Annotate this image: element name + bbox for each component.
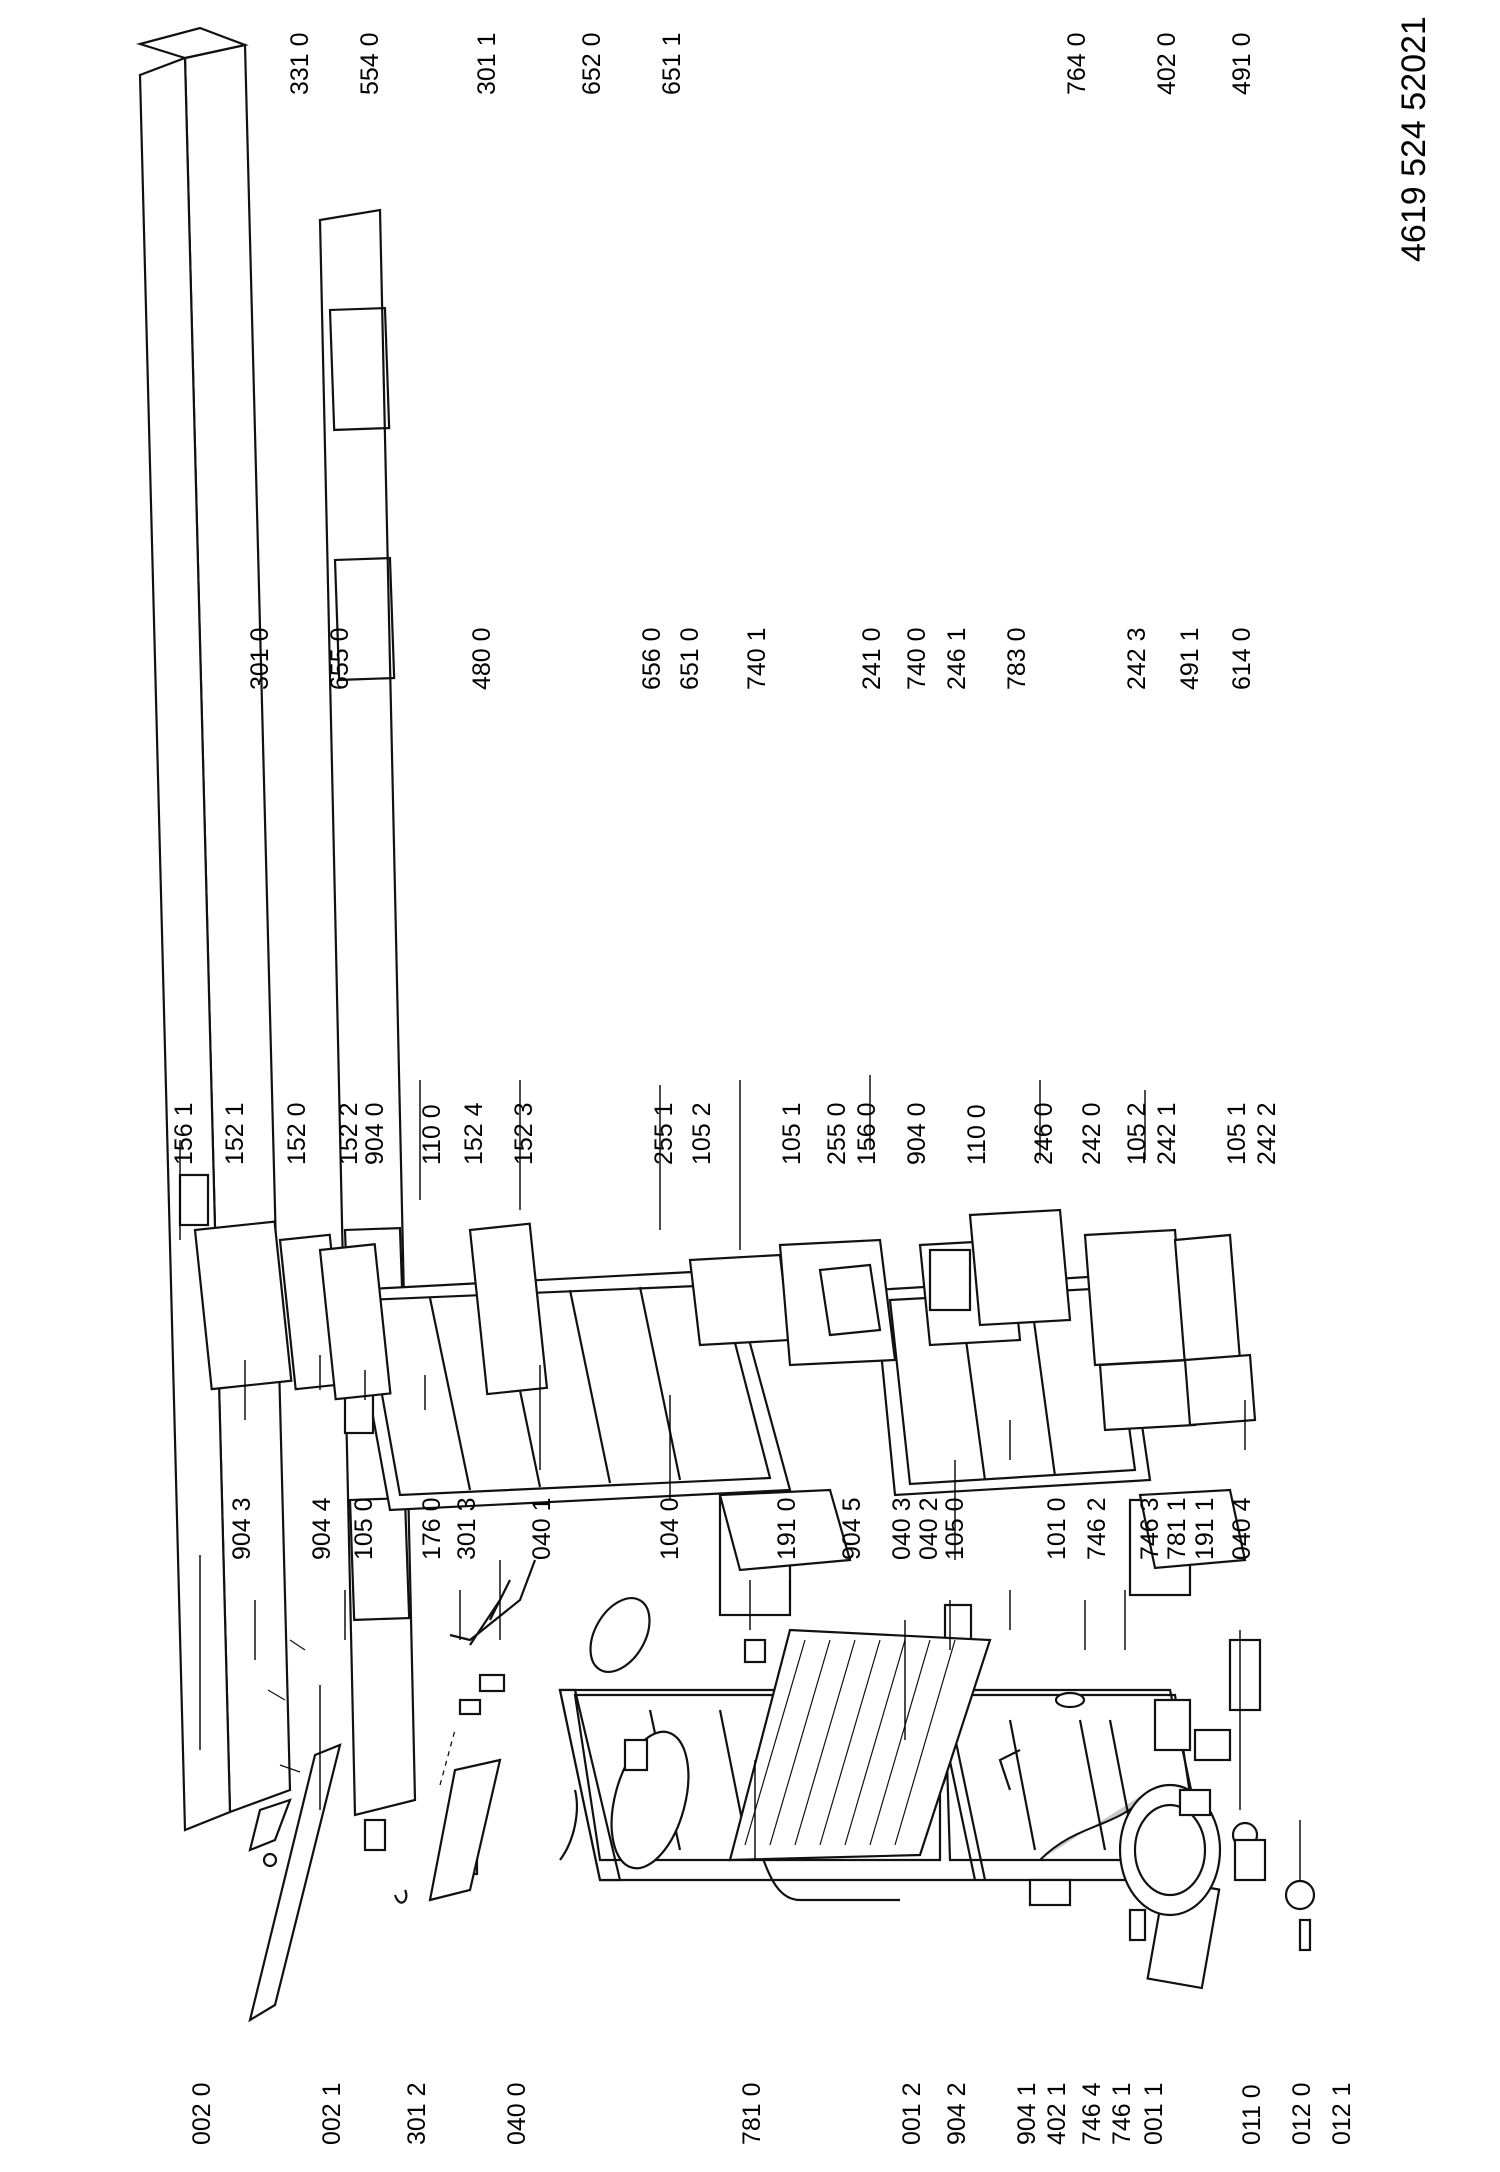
label-110-0a: 110 0 [418, 1104, 446, 1165]
label-241-0: 241 0 [858, 627, 886, 690]
label-040-3: 040 3 [888, 1497, 916, 1560]
capacitor-242-3 [1153, 1698, 1192, 1752]
label-491-0: 491 0 [1228, 32, 1256, 95]
label-105-0a: 105 0 [350, 1497, 378, 1560]
label-242-0: 242 0 [1078, 1102, 1106, 1165]
label-152-2: 152 2 [335, 1102, 363, 1165]
label-301-1: 301 1 [473, 32, 501, 95]
wiring-480-0 [449, 1559, 537, 1646]
label-246-0: 246 0 [1030, 1102, 1058, 1165]
control-panel-301-0 [248, 1743, 342, 2023]
evap-tray-781-1 [1028, 1878, 1072, 1907]
lamp-652-651 [559, 1597, 690, 1870]
label-156-1: 156 1 [170, 1102, 198, 1165]
label-904-4: 904 4 [308, 1497, 336, 1560]
label-652-0: 652 0 [578, 32, 606, 95]
door-handle-191-0 [718, 1488, 852, 1572]
label-746-4: 746 4 [1078, 2082, 1106, 2145]
label-740-0: 740 0 [903, 627, 931, 690]
label-904-1: 904 1 [1013, 2082, 1041, 2145]
label-246-1: 246 1 [943, 627, 971, 690]
label-152-1: 152 1 [221, 1102, 249, 1165]
label-012-1: 012 1 [1328, 2082, 1356, 2145]
condenser-740-0 [728, 1628, 992, 1862]
label-040-1: 040 1 [528, 1497, 556, 1560]
thermostat-554-0 [363, 1818, 408, 1904]
label-040-0: 040 0 [503, 2082, 531, 2145]
label-764-0: 764 0 [1063, 32, 1091, 95]
compressor-402-0 [1118, 1783, 1222, 1917]
freezer-baskets-255-156 [688, 1238, 897, 1367]
worktop-002-0 [136, 26, 292, 1832]
leader-lines [179, 1075, 1301, 1880]
shelves-246 [918, 1208, 1072, 1347]
label-480-0: 480 0 [468, 627, 496, 690]
door-handle-191-1 [1138, 1488, 1247, 1570]
label-554-0: 554 0 [356, 32, 384, 95]
label-781-0: 781 0 [738, 2082, 766, 2145]
label-101-0: 101 0 [1043, 1497, 1071, 1560]
part-labels: 002 0 002 1 301 2 040 0 781 0 001 2 904 … [170, 16, 1433, 2145]
label-012-0: 012 0 [1288, 2082, 1316, 2145]
label-011-0: 011 0 [1238, 2084, 1266, 2145]
label-040-4: 040 4 [1228, 1497, 1256, 1560]
label-402-0: 402 0 [1153, 32, 1181, 95]
label-152-4: 152 4 [460, 1102, 488, 1165]
label-783-0: 783 0 [1003, 627, 1031, 690]
label-104-0: 104 0 [656, 1497, 684, 1560]
label-491-1: 491 1 [1176, 627, 1204, 690]
door-bins-152 [178, 1173, 549, 1401]
label-656-0: 656 0 [638, 627, 666, 690]
relay-491-0 [1193, 1728, 1267, 1882]
label-105-1a: 105 1 [778, 1102, 806, 1165]
label-242-2: 242 2 [1253, 1102, 1281, 1165]
label-904-3: 904 3 [228, 1497, 256, 1560]
label-105-1b: 105 1 [1223, 1102, 1251, 1165]
worktop-frame-002-1 [318, 208, 417, 1817]
document-code: 4619 524 52021 [1395, 16, 1433, 262]
label-746-2: 746 2 [1083, 1497, 1111, 1560]
label-002-0: 002 0 [188, 2082, 216, 2145]
label-301-0: 301 0 [246, 627, 274, 690]
label-191-1: 191 1 [1191, 1497, 1219, 1560]
label-152-3: 152 3 [510, 1102, 538, 1165]
label-255-1: 255 1 [650, 1102, 678, 1165]
label-746-1: 746 1 [1108, 2082, 1136, 2145]
label-740-1: 740 1 [743, 627, 771, 690]
label-105-2b: 105 2 [1123, 1102, 1151, 1165]
label-242-1: 242 1 [1153, 1102, 1181, 1165]
label-105-2a: 105 2 [688, 1102, 716, 1165]
label-301-2: 301 2 [403, 2082, 431, 2145]
label-255-0: 255 0 [823, 1102, 851, 1165]
pipe-764-0 [998, 1691, 1086, 1791]
label-110-0b: 110 0 [963, 1104, 991, 1165]
label-191-0: 191 0 [773, 1497, 801, 1560]
label-105-0b: 105 0 [941, 1497, 969, 1560]
label-904-5: 904 5 [838, 1497, 866, 1560]
label-156-0: 156 0 [853, 1102, 881, 1165]
label-242-3: 242 3 [1123, 627, 1151, 690]
label-001-1: 001 1 [1140, 2082, 1168, 2145]
label-331-0: 331 0 [286, 32, 314, 95]
label-614-0: 614 0 [1228, 627, 1256, 690]
label-301-3: 301 3 [453, 1497, 481, 1560]
label-904-0b: 904 0 [903, 1102, 931, 1165]
label-651-0: 651 0 [676, 627, 704, 690]
label-651-1: 651 1 [658, 32, 686, 95]
label-655-0: 655 0 [326, 627, 354, 690]
crisper-drawers-242 [1083, 1228, 1257, 1432]
label-002-1: 002 1 [318, 2082, 346, 2145]
label-040-2: 040 2 [915, 1497, 943, 1560]
label-781-1: 781 1 [1163, 1497, 1191, 1560]
label-746-3: 746 3 [1136, 1497, 1164, 1560]
label-402-1: 402 1 [1043, 2082, 1071, 2145]
label-904-2: 904 2 [943, 2082, 971, 2145]
light-cover-301-1 [428, 1758, 502, 1902]
label-176-0: 176 0 [418, 1497, 446, 1560]
label-001-2: 001 2 [898, 2082, 926, 2145]
label-904-0a: 904 0 [361, 1102, 389, 1165]
label-152-0: 152 0 [283, 1102, 311, 1165]
